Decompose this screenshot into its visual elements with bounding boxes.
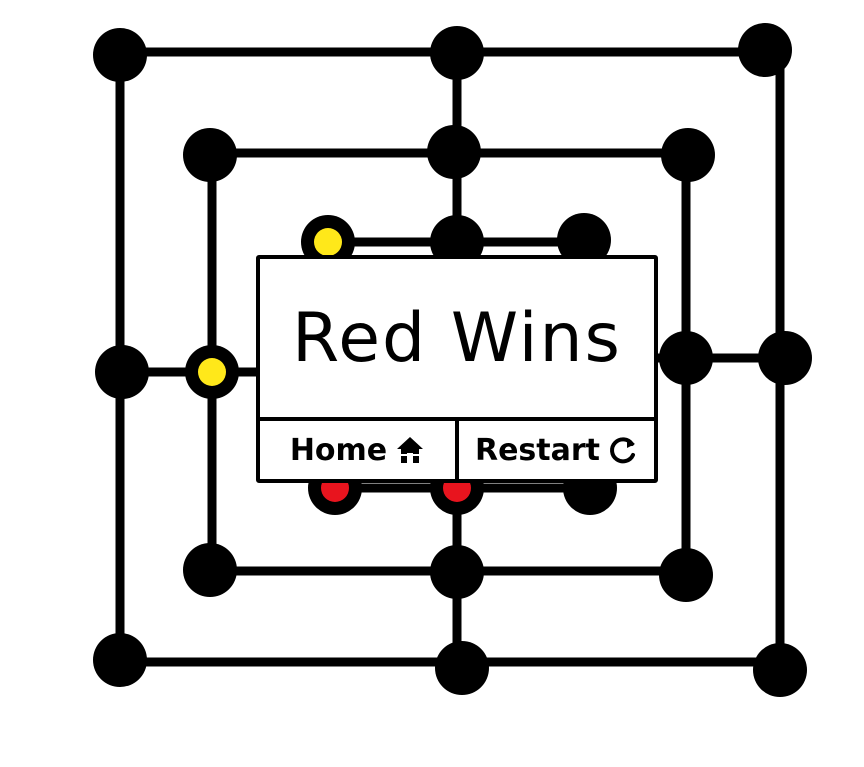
win-dialog: Red Wins Home Restart — [256, 255, 658, 483]
point-marker — [95, 345, 149, 399]
board-point-f2[interactable] — [659, 548, 713, 602]
board-point-b4[interactable] — [185, 345, 239, 399]
restart-button[interactable]: Restart — [455, 421, 654, 479]
point-marker — [430, 26, 484, 80]
restart-icon — [608, 435, 638, 465]
yellow-piece — [198, 358, 226, 386]
win-message: Red Wins — [260, 259, 654, 421]
board-point-a1[interactable] — [93, 633, 147, 687]
board-point-f4[interactable] — [659, 331, 713, 385]
point-marker — [435, 641, 489, 695]
point-marker — [557, 213, 611, 267]
board-point-b2[interactable] — [183, 543, 237, 597]
board-point-d7[interactable] — [430, 26, 484, 80]
home-button-label: Home — [289, 432, 388, 468]
board-point-g1[interactable] — [753, 643, 807, 697]
board-point-d2[interactable] — [430, 545, 484, 599]
point-marker — [753, 643, 807, 697]
board-point-f6[interactable] — [661, 128, 715, 182]
board-point-a7[interactable] — [93, 28, 147, 82]
point-marker — [659, 548, 713, 602]
point-marker — [93, 633, 147, 687]
restart-button-label: Restart — [474, 432, 601, 468]
home-icon — [395, 435, 425, 465]
point-marker — [183, 128, 237, 182]
board-point-d6[interactable] — [427, 125, 481, 179]
point-marker — [427, 125, 481, 179]
board-point-g7[interactable] — [738, 23, 792, 77]
yellow-piece — [314, 228, 342, 256]
board-point-d1[interactable] — [435, 641, 489, 695]
point-marker — [183, 543, 237, 597]
home-button[interactable]: Home — [260, 421, 455, 479]
point-marker — [738, 23, 792, 77]
board-point-g4[interactable] — [758, 331, 812, 385]
point-marker — [661, 128, 715, 182]
board-point-a4[interactable] — [95, 345, 149, 399]
board-point-e5[interactable] — [557, 213, 611, 267]
point-marker — [430, 545, 484, 599]
dialog-button-row: Home Restart — [260, 421, 654, 479]
point-marker — [758, 331, 812, 385]
board-point-b6[interactable] — [183, 128, 237, 182]
point-marker — [659, 331, 713, 385]
point-marker — [93, 28, 147, 82]
